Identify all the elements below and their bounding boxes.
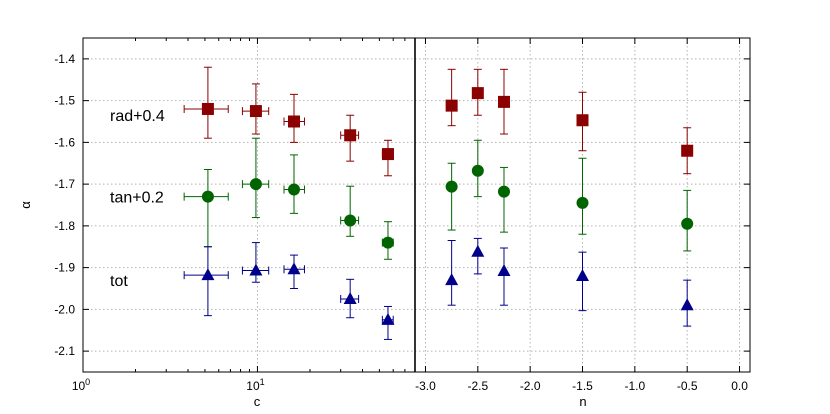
y-tick-label: -1.7	[54, 177, 75, 191]
x-tick-label: -2.5	[467, 379, 488, 393]
x-tick-label: 0.0	[731, 379, 748, 393]
data-point-square	[445, 99, 458, 112]
series-label: tan+0.2	[110, 190, 164, 207]
errorbar-layer	[183, 66, 692, 340]
y-tick-label: -1.4	[54, 52, 75, 66]
data-point-circle	[344, 214, 357, 227]
y-tick-label: -1.5	[54, 94, 75, 108]
marker-layer	[201, 87, 694, 325]
data-point-circle	[681, 217, 694, 230]
text-layer: -1.4 -1.5 -1.6 -1.7 -1.8 -1.9 -2.0 -2.1 100 101 -3…	[18, 52, 748, 409]
data-point-square	[201, 102, 214, 115]
data-point-triangle	[249, 263, 263, 276]
y-tick-label: -2.1	[54, 344, 75, 358]
series-label: rad+0.4	[110, 108, 165, 125]
data-point-triangle	[381, 312, 395, 325]
data-point-circle	[471, 164, 484, 177]
x-tick-label: -2.0	[520, 379, 541, 393]
x-axis-label-left: c	[254, 394, 261, 409]
x-tick-label: 101	[246, 377, 264, 393]
data-point-circle	[249, 178, 262, 191]
data-point-circle	[288, 183, 301, 196]
data-point-square	[576, 114, 589, 127]
x-tick-label: -1.0	[625, 379, 646, 393]
data-point-square	[249, 105, 262, 118]
series-label: tot	[110, 273, 128, 290]
data-point-triangle	[576, 268, 589, 281]
y-tick-label: -2.0	[54, 302, 75, 316]
data-point-triangle	[445, 273, 459, 286]
y-tick-label: -1.6	[54, 135, 75, 149]
data-point-triangle	[201, 268, 215, 281]
data-point-square	[288, 115, 301, 128]
data-point-triangle	[497, 263, 511, 276]
data-point-circle	[497, 185, 510, 198]
x-axis-label-right: n	[579, 394, 586, 409]
data-point-square	[344, 129, 357, 142]
data-point-circle	[381, 236, 394, 249]
data-point-triangle	[680, 298, 694, 311]
data-point-square	[681, 144, 694, 157]
y-tick-label: -1.8	[54, 219, 75, 233]
frame-layer	[82, 37, 751, 373]
y-tick-label: -1.9	[54, 261, 75, 275]
data-point-triangle	[471, 244, 485, 257]
x-tick-label: 100	[72, 377, 90, 393]
data-point-triangle	[343, 291, 357, 304]
data-point-square	[471, 87, 484, 100]
x-tick-label: -3.0	[415, 379, 436, 393]
data-point-circle	[201, 190, 214, 203]
grid-layer	[82, 38, 750, 372]
y-axis-label: α	[18, 201, 33, 209]
x-tick-label: -1.5	[572, 379, 593, 393]
data-point-circle	[576, 196, 589, 209]
data-point-square	[381, 148, 394, 161]
data-point-triangle	[287, 262, 301, 275]
x-tick-label: -0.5	[677, 379, 698, 393]
data-point-circle	[445, 180, 458, 193]
data-point-square	[497, 95, 510, 108]
